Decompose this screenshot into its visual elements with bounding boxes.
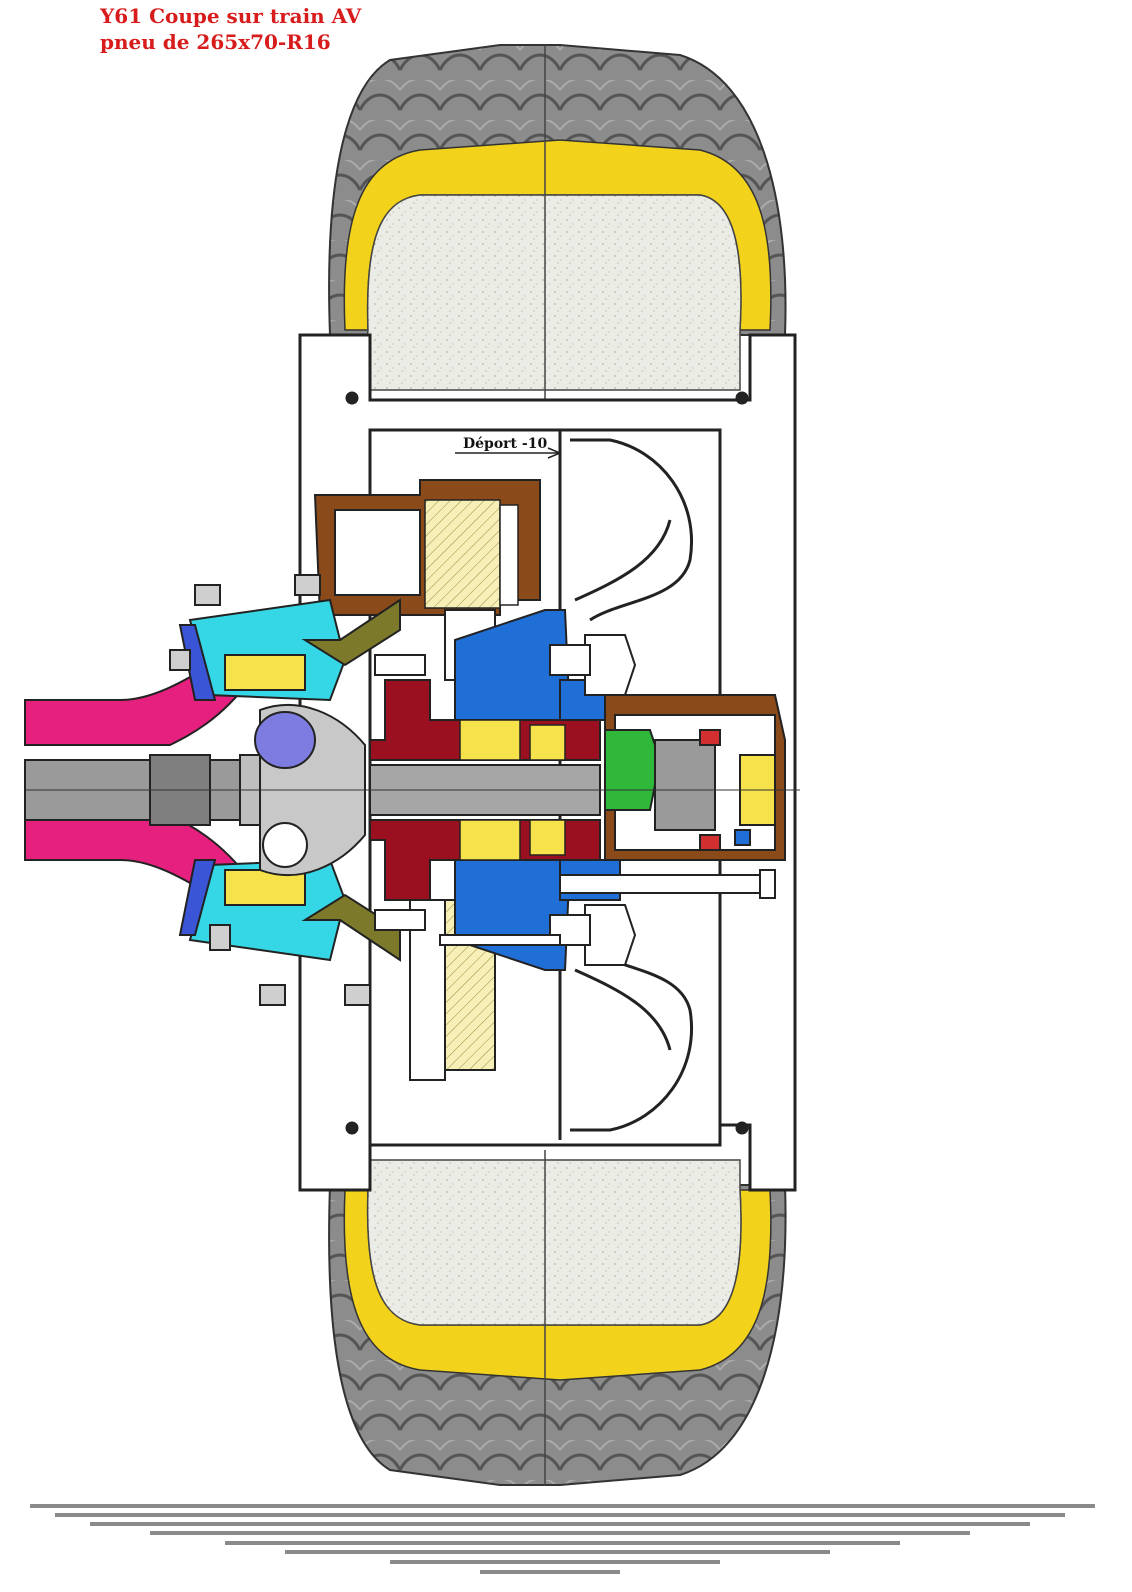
freewheel-hub: [604, 694, 786, 861]
ground-lines: [30, 1504, 1095, 1574]
brake-caliper: [313, 479, 541, 616]
tire-bottom: [328, 1150, 787, 1486]
wheel-bearings: [459, 719, 566, 861]
title-line-2: pneu de 265x70-R16: [100, 30, 331, 54]
upright-bolts: [169, 574, 371, 1006]
title-line-1: Y61 Coupe sur train AV: [100, 4, 362, 28]
deport-dimension: [455, 447, 562, 459]
long-stud: [439, 869, 776, 946]
tire-top: [328, 44, 787, 400]
deport-label: Déport -10: [463, 436, 548, 452]
wheel-nuts: [374, 634, 637, 966]
